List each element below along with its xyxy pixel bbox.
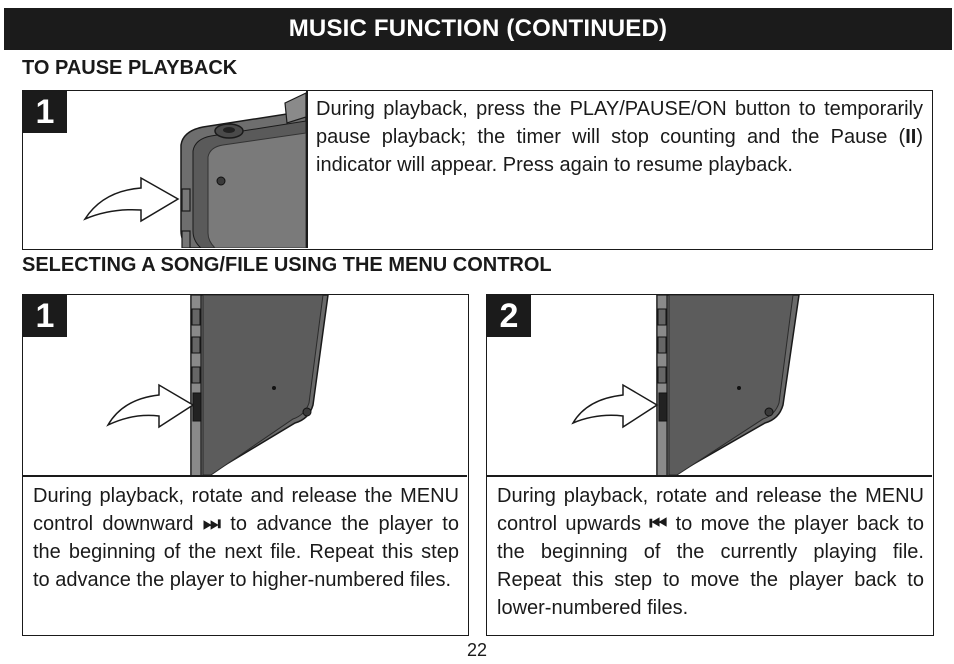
pause-step-text-before: During playback, press the PLAY/PAUSE/ON… <box>316 98 923 148</box>
player-side-illustration-up <box>571 295 800 475</box>
pause-indicator-icon: II <box>905 126 917 148</box>
banner-title: MUSIC FUNCTION (CONTINUED) <box>288 15 668 42</box>
page-banner: MUSIC FUNCTION (CONTINUED) <box>4 8 952 50</box>
menu-step-2-text-before: During playback, rotate and release the … <box>497 485 924 535</box>
menu-step-2-text-after: to move the player back to the beginning… <box>497 513 924 619</box>
pause-step-box: 1 During playback, press the PLAY/PAUSE/… <box>22 90 933 250</box>
menu-step-2-text: During playback, rotate and release the … <box>497 482 924 622</box>
menu-step-1-illustration: 1 <box>23 295 467 475</box>
skip-forward-icon: ⏭ <box>202 513 221 535</box>
pause-section-heading: TO PAUSE PLAYBACK <box>22 57 238 79</box>
menu-step-1-number: 1 <box>23 295 67 337</box>
page-number: 22 <box>466 640 488 660</box>
pause-step-illustration: 1 <box>23 91 306 248</box>
pause-step-text: During playback, press the PLAY/PAUSE/ON… <box>316 95 923 179</box>
menu-step-2-illustration: 2 <box>487 295 932 475</box>
pause-step-divider <box>306 91 308 248</box>
menu-step-2-number: 2 <box>487 295 531 337</box>
pause-step-number: 1 <box>23 91 67 133</box>
menu-step-2-box: 2 During playback, rotate and release th… <box>486 294 934 636</box>
menu-step-2-divider <box>487 475 932 477</box>
menu-step-1-text-after: to advance the player to the beginning o… <box>33 513 459 591</box>
menu-section-heading: SELECTING A SONG/FILE USING THE MENU CON… <box>22 254 552 276</box>
pause-step-text-after: ) indicator will appear. Press again to … <box>316 126 923 176</box>
menu-step-1-divider <box>23 475 467 477</box>
player-side-illustration-down <box>106 295 329 475</box>
menu-step-1-text-before: During playback, rotate and release the … <box>33 485 459 535</box>
menu-step-1-box: 1 During playback, rotate and release th… <box>22 294 469 636</box>
skip-back-icon: ⏮ <box>649 513 668 535</box>
menu-step-1-text: During playback, rotate and release the … <box>33 482 459 594</box>
player-top-corner-illustration <box>83 92 306 248</box>
